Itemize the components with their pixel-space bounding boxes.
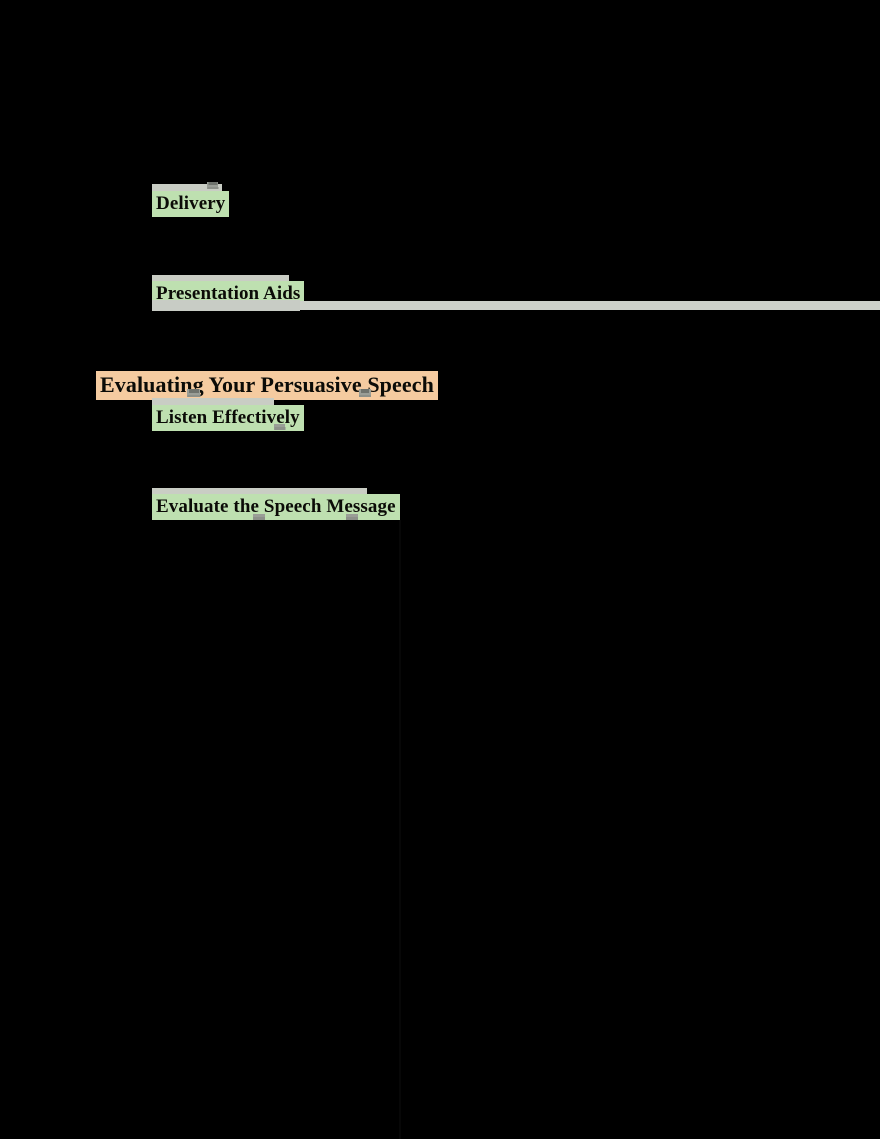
selection-slab-presentation-aids-underlay: [152, 300, 300, 311]
handle-base-icon: [187, 395, 200, 397]
resize-handle-head-right[interactable]: [359, 389, 371, 397]
resize-handle-delivery[interactable]: [207, 182, 218, 189]
handle-base-icon: [274, 427, 285, 430]
handle-base-icon: [359, 395, 371, 397]
selection-slab-evaluate-the-speech-message: [152, 488, 367, 498]
horizontal-rule: [300, 301, 880, 310]
outline-entry-evaluating-your-persuasive-speech[interactable]: Evaluating Your Persuasive Speech: [96, 371, 438, 400]
outline-entry-label: Delivery: [152, 191, 230, 217]
handle-cap-icon: [361, 389, 369, 393]
page-seam: [399, 520, 401, 1139]
outline-entry-label: Evaluate the Speech Message: [152, 494, 400, 520]
handle-cap-icon: [188, 389, 199, 393]
resize-handle-evaluate-left[interactable]: [253, 514, 265, 520]
resize-handle-listen-effectively[interactable]: [274, 424, 285, 430]
handle-cap-icon: [208, 182, 217, 185]
resize-handle-head-left[interactable]: [187, 389, 200, 397]
outline-entry-delivery[interactable]: Delivery: [152, 191, 230, 217]
resize-handle-evaluate-right[interactable]: [346, 514, 358, 520]
handle-base-icon: [253, 517, 265, 520]
handle-base-icon: [346, 517, 358, 520]
selection-slab-listen-effectively: [152, 398, 274, 408]
outline-entry-evaluate-the-speech-message[interactable]: Evaluate the Speech Message: [152, 494, 400, 520]
outline-entry-label: Evaluating Your Persuasive Speech: [96, 371, 438, 400]
handle-base-icon: [207, 187, 218, 189]
